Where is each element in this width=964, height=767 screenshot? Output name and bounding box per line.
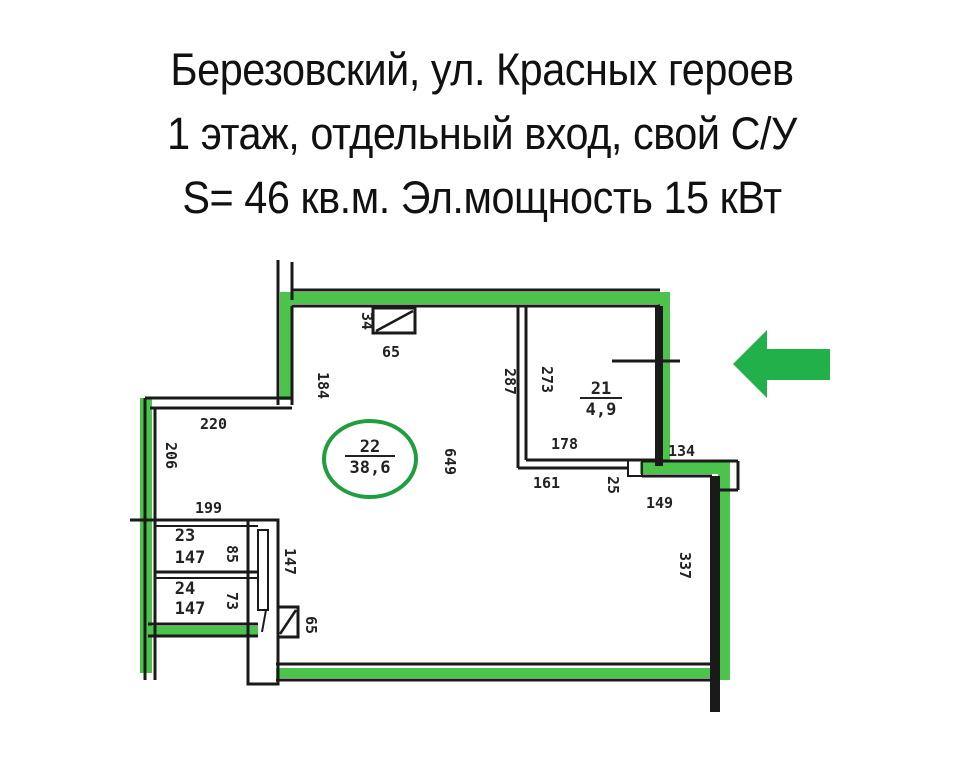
svg-text:134: 134	[668, 442, 695, 460]
svg-text:73: 73	[223, 592, 241, 610]
main-room-highlight-circle	[322, 419, 418, 499]
svg-text:24: 24	[175, 579, 195, 599]
svg-text:149: 149	[646, 494, 673, 512]
room-24-label: 24 147	[175, 579, 206, 619]
dimension-labels: 184 34 65 287 273 220 206 649 178 134 16…	[162, 312, 695, 634]
svg-text:273: 273	[538, 366, 556, 393]
listing-header: Березовский, ул. Красных героев 1 этаж, …	[0, 38, 964, 230]
arrow-left-icon	[733, 330, 830, 398]
svg-text:147: 147	[175, 548, 206, 568]
svg-text:38,6: 38,6	[350, 458, 391, 478]
room-23-label: 23 147	[175, 526, 206, 568]
svg-text:178: 178	[551, 435, 578, 453]
svg-text:147: 147	[281, 548, 299, 575]
svg-text:34: 34	[358, 312, 376, 330]
svg-text:184: 184	[314, 372, 332, 399]
svg-text:21: 21	[591, 379, 611, 399]
features-line: 1 этаж, отдельный вход, свой С/У	[167, 108, 797, 159]
svg-text:22: 22	[360, 437, 380, 457]
svg-text:147: 147	[175, 599, 206, 619]
svg-text:23: 23	[175, 526, 195, 546]
room-22-label: 22 38,6	[345, 437, 395, 478]
area-power-line: S= 46 кв.м. Эл.мощность 15 кВт	[182, 172, 782, 223]
svg-text:649: 649	[441, 448, 459, 475]
svg-text:199: 199	[195, 499, 222, 517]
svg-text:85: 85	[223, 545, 241, 563]
svg-text:220: 220	[200, 415, 227, 433]
svg-text:287: 287	[501, 368, 519, 395]
exterior-wall-highlight	[140, 292, 730, 680]
room-21-label: 21 4,9	[580, 379, 622, 420]
svg-text:25: 25	[604, 476, 622, 494]
svg-text:206: 206	[162, 442, 180, 469]
svg-text:161: 161	[533, 474, 560, 492]
svg-text:65: 65	[302, 616, 320, 634]
svg-text:4,9: 4,9	[586, 400, 617, 420]
address-line: Березовский, ул. Красных героев	[170, 44, 794, 95]
svg-text:65: 65	[382, 343, 400, 361]
svg-text:337: 337	[676, 552, 694, 579]
walls	[130, 260, 740, 712]
